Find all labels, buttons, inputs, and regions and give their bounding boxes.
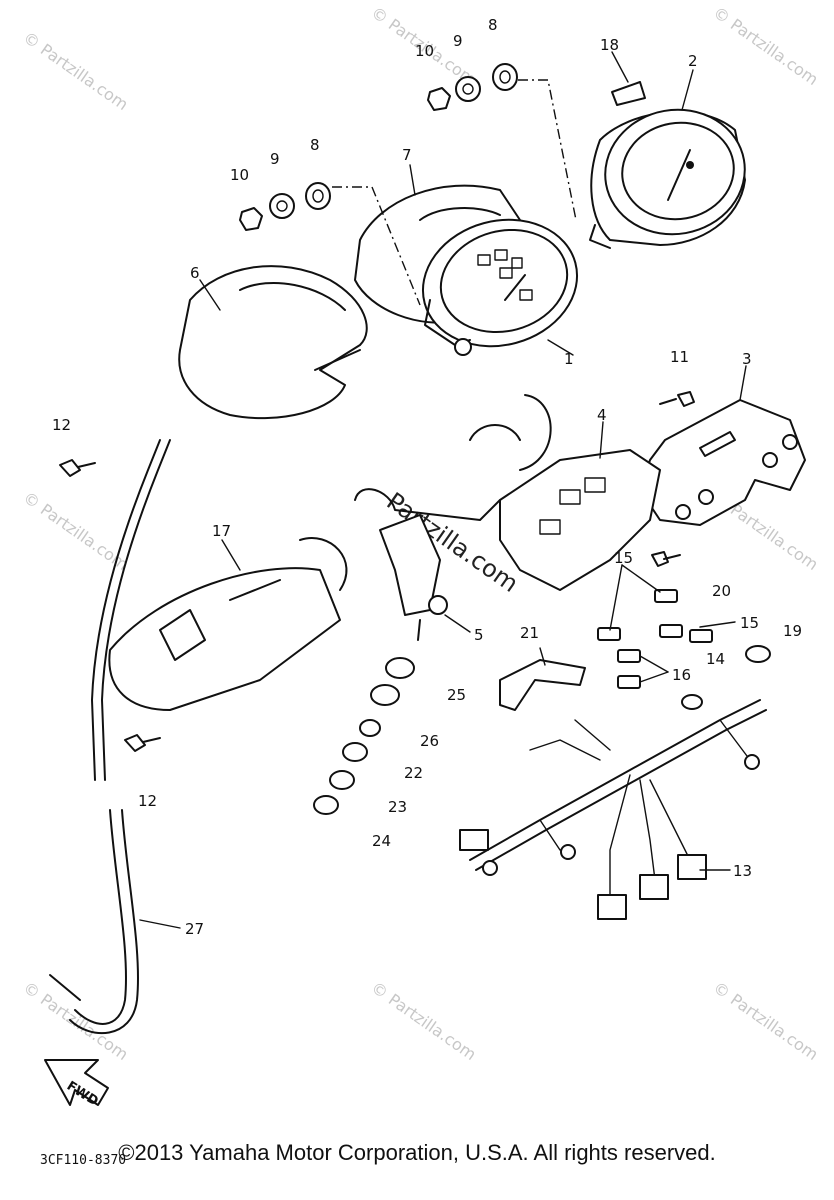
callout-5: 5 [474,626,484,644]
callout-8b: 8 [310,136,320,154]
upper-fasteners [239,63,577,306]
watermark: © Partzilla.com [20,488,132,574]
callout-23: 23 [388,798,407,816]
callout-11: 11 [670,348,689,366]
callout-20: 20 [712,582,731,600]
callout-9: 9 [453,32,463,50]
part-3-bracket [639,399,806,526]
callout-3: 3 [742,350,752,368]
callout-10b: 10 [230,166,249,184]
callout-24: 24 [372,832,391,850]
callout-19: 19 [783,622,802,640]
callout-4: 4 [597,406,607,424]
screws [59,391,695,752]
callout-18: 18 [600,36,619,54]
callout-1: 1 [564,350,574,368]
leader-lines [139,51,747,929]
callout-8: 8 [488,16,498,34]
grommets [313,657,415,815]
callout-15: 15 [614,549,633,567]
callout-12: 12 [52,416,71,434]
callout-25: 25 [447,686,466,704]
callout-6: 6 [190,264,200,282]
forward-arrow-icon: FWD [44,1059,109,1110]
part-18-lens [611,81,646,106]
watermark: © Partzilla.com [20,28,132,114]
callout-12b: 12 [138,792,157,810]
watermark: © Partzilla.com [710,3,822,89]
callout-10: 10 [415,42,434,60]
part-5-bracket [354,488,501,641]
part-27-meter-cable [49,439,171,1034]
callout-9b: 9 [270,150,280,168]
bulb-sockets [597,589,771,710]
callout-16: 16 [672,666,691,684]
callout-26: 26 [420,732,439,750]
callout-21: 21 [520,624,539,642]
callout-13: 13 [733,862,752,880]
diagram-code: 3CF110-8370 [40,1153,126,1168]
part-21-bracket [499,659,586,711]
part-4-housing [469,394,661,591]
copyright-notice: ©2013 Yamaha Motor Corporation, U.S.A. A… [118,1140,716,1165]
part-17-lower-housing [108,537,348,711]
callout-2: 2 [688,52,698,70]
callout-27: 27 [185,920,204,938]
callout-14: 14 [706,650,725,668]
callout-22: 22 [404,764,423,782]
part-6-meter-cover [178,265,368,420]
part-13-wire-harness [459,699,767,920]
part-2-tachometer [589,108,746,249]
callout-15b: 15 [740,614,759,632]
part-1-speedometer [421,218,579,356]
watermark: © Partzilla.com [368,978,480,1064]
watermark: © Partzilla.com [710,978,822,1064]
callout-labels: 1 2 3 4 5 6 7 8 8 9 9 10 10 11 12 12 13 … [52,16,802,938]
callout-7: 7 [402,146,412,164]
callout-17: 17 [212,522,231,540]
